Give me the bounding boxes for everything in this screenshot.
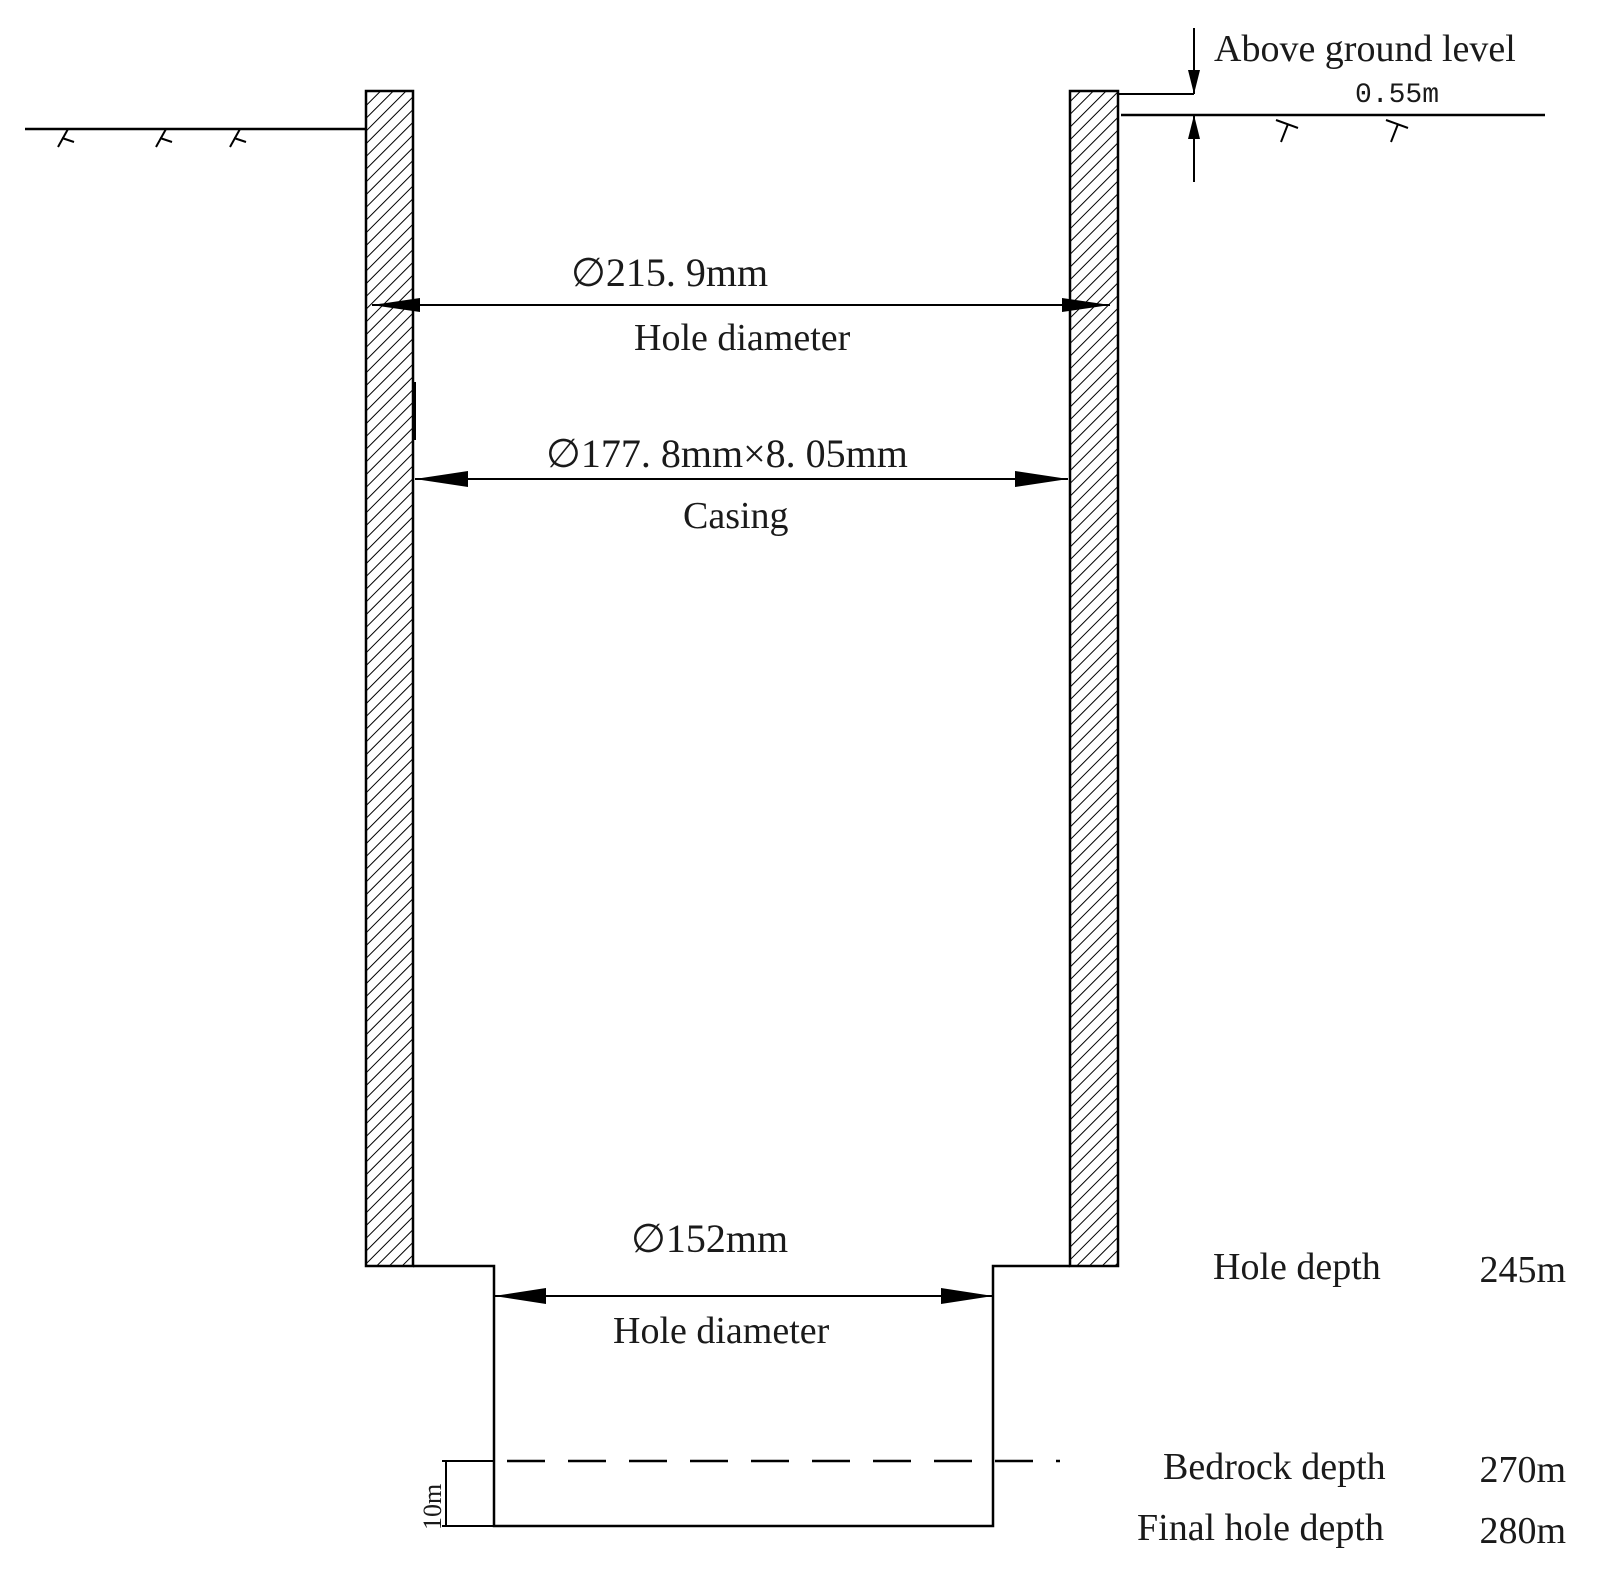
bedrock-depth-value: 270m — [1479, 1449, 1566, 1491]
ground-line-left — [25, 127, 366, 148]
offset-label: 10m — [418, 1484, 447, 1530]
lower-hole-outline — [413, 1264, 1070, 1528]
above-ground-value: 0.55m — [1355, 80, 1439, 111]
ground-symbol — [155, 128, 173, 148]
final-depth-value: 280m — [1479, 1510, 1566, 1552]
lower-hole-dimension — [494, 1288, 993, 1304]
casing-dimension — [414, 382, 1068, 487]
casing-size: ∅177. 8mm×8. 05mm — [546, 431, 908, 476]
above-ground-label: Above ground level — [1214, 28, 1516, 70]
ground-line-right — [1121, 113, 1545, 143]
ground-symbol — [1275, 119, 1299, 143]
casing-wall-left — [364, 89, 415, 1268]
ground-symbol — [1385, 119, 1409, 143]
hole-depth-label: Hole depth — [1213, 1246, 1381, 1288]
above-ground-dimension — [1118, 28, 1200, 182]
casing-label: Casing — [683, 495, 789, 537]
hole-depth-value: 245m — [1479, 1249, 1566, 1291]
upper-hole-label: Hole diameter — [634, 317, 851, 359]
lower-hole-diameter: ∅152mm — [631, 1216, 788, 1261]
upper-hole-diameter: ∅215. 9mm — [571, 250, 768, 295]
final-depth-label: Final hole depth — [1137, 1507, 1384, 1549]
offset-marker — [442, 1460, 494, 1527]
ground-symbol — [57, 128, 75, 148]
lower-hole-label: Hole diameter — [613, 1310, 830, 1352]
upper-hole-dimension — [372, 298, 1110, 312]
casing-wall-right — [1068, 89, 1120, 1268]
ground-symbol — [229, 128, 247, 148]
bedrock-depth-label: Bedrock depth — [1163, 1446, 1386, 1488]
